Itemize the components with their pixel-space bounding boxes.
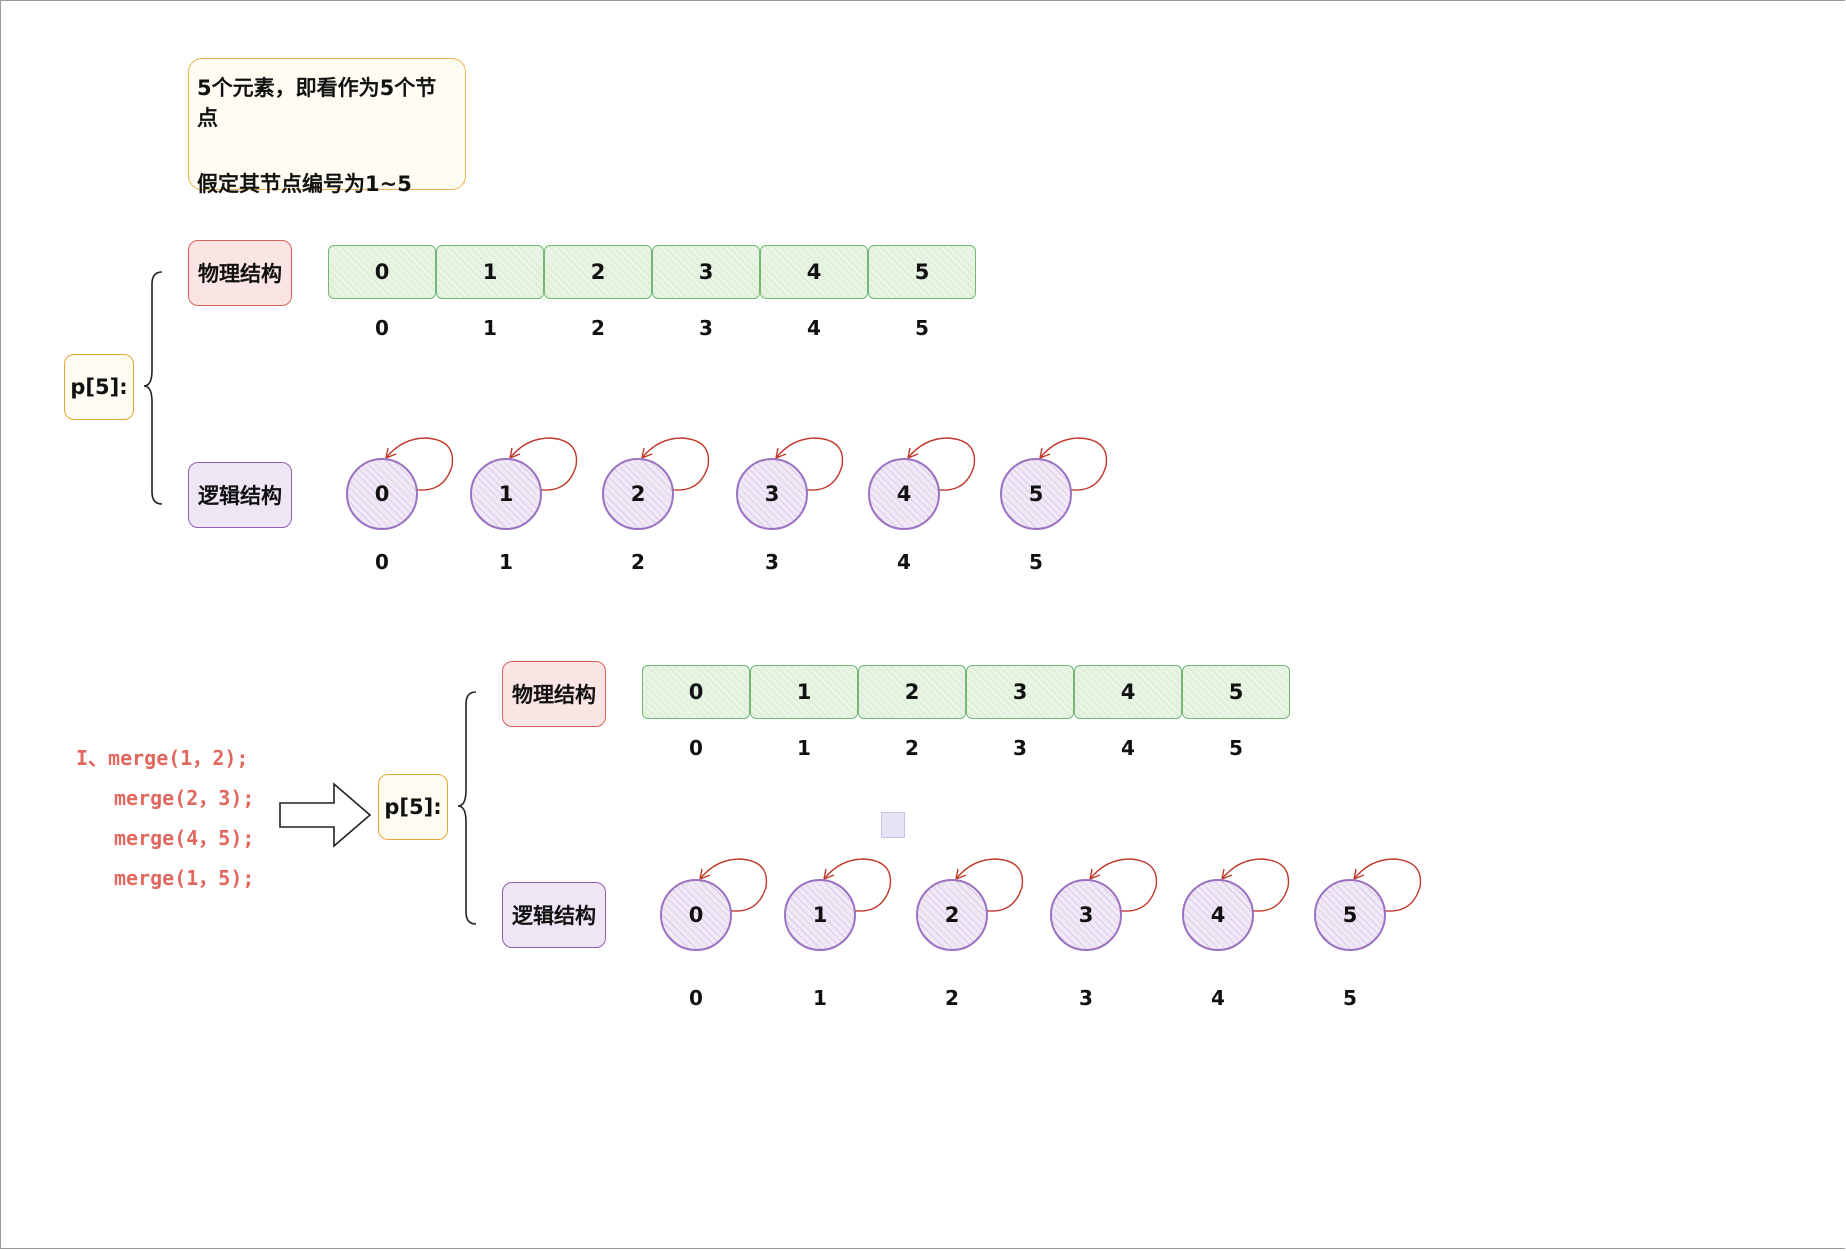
self-loop-arrow-icon xyxy=(385,437,454,491)
cell-index-label: 3 xyxy=(699,316,713,340)
array-cell[interactable]: 4 xyxy=(1074,665,1182,719)
merge-line-3: merge(4，5); xyxy=(114,826,255,850)
self-loop-arrow-icon xyxy=(641,437,710,491)
logical-node[interactable]: 1 xyxy=(784,879,856,951)
logical-node[interactable]: 5 xyxy=(1314,879,1386,951)
node-index-label: 0 xyxy=(689,986,703,1010)
logical-node[interactable]: 3 xyxy=(1050,879,1122,951)
logical-node[interactable]: 1 xyxy=(470,458,542,530)
array-cell[interactable]: 5 xyxy=(1182,665,1290,719)
self-loop-arrow-icon xyxy=(509,437,578,491)
logical-node[interactable]: 3 xyxy=(736,458,808,530)
selection-handle[interactable] xyxy=(881,812,905,838)
array-cell[interactable]: 5 xyxy=(868,245,976,299)
node-index-label: 2 xyxy=(631,550,645,574)
node-index-label: 0 xyxy=(375,550,389,574)
bottom-array-label[interactable]: p[5]: xyxy=(378,774,448,840)
node-index-label: 4 xyxy=(897,550,911,574)
merge-line-1: I、merge(1，2); xyxy=(76,746,249,770)
top-logical-label[interactable]: 逻辑结构 xyxy=(188,462,292,528)
cell-index-label: 2 xyxy=(905,736,919,760)
self-loop-arrow-icon xyxy=(699,858,768,912)
node-index-label: 5 xyxy=(1343,986,1357,1010)
logical-node[interactable]: 5 xyxy=(1000,458,1072,530)
cell-index-label: 5 xyxy=(1229,736,1243,760)
logical-node[interactable]: 2 xyxy=(602,458,674,530)
cell-index-label: 1 xyxy=(483,316,497,340)
cell-index-label: 5 xyxy=(915,316,929,340)
cell-index-label: 1 xyxy=(797,736,811,760)
self-loop-arrow-icon xyxy=(1039,437,1108,491)
node-index-label: 2 xyxy=(945,986,959,1010)
array-cell[interactable]: 1 xyxy=(750,665,858,719)
logical-node[interactable]: 0 xyxy=(660,879,732,951)
cell-index-label: 0 xyxy=(689,736,703,760)
node-index-label: 3 xyxy=(1079,986,1093,1010)
array-cell[interactable]: 3 xyxy=(652,245,760,299)
cell-index-label: 4 xyxy=(807,316,821,340)
merge-line-2: merge(2，3); xyxy=(114,786,255,810)
self-loop-arrow-icon xyxy=(955,858,1024,912)
top-physical-label[interactable]: 物理结构 xyxy=(188,240,292,306)
logical-node[interactable]: 0 xyxy=(346,458,418,530)
array-cell[interactable]: 0 xyxy=(642,665,750,719)
node-index-label: 3 xyxy=(765,550,779,574)
cell-index-label: 0 xyxy=(375,316,389,340)
note-line-2: 假定其节点编号为1~5 xyxy=(197,172,412,196)
top-brace-icon xyxy=(143,271,163,505)
array-cell[interactable]: 3 xyxy=(966,665,1074,719)
cell-index-label: 2 xyxy=(591,316,605,340)
note-box[interactable]: 5个元素，即看作为5个节点 假定其节点编号为1~5 xyxy=(188,58,466,196)
logical-node[interactable]: 2 xyxy=(916,879,988,951)
array-cell[interactable]: 4 xyxy=(760,245,868,299)
logical-node[interactable]: 4 xyxy=(1182,879,1254,951)
bottom-physical-label[interactable]: 物理结构 xyxy=(502,661,606,727)
self-loop-arrow-icon xyxy=(823,858,892,912)
self-loop-arrow-icon xyxy=(1221,858,1290,912)
right-arrow-icon xyxy=(279,782,372,848)
logical-node[interactable]: 4 xyxy=(868,458,940,530)
note-line-1: 5个元素，即看作为5个节点 xyxy=(197,76,437,130)
node-index-label: 5 xyxy=(1029,550,1043,574)
cell-index-label: 3 xyxy=(1013,736,1027,760)
array-cell[interactable]: 0 xyxy=(328,245,436,299)
top-array-label[interactable]: p[5]: xyxy=(64,354,134,420)
array-cell[interactable]: 1 xyxy=(436,245,544,299)
merge-line-4: merge(1，5); xyxy=(114,866,255,890)
bottom-brace-icon xyxy=(457,691,477,925)
cell-index-label: 4 xyxy=(1121,736,1135,760)
node-index-label: 4 xyxy=(1211,986,1225,1010)
self-loop-arrow-icon xyxy=(1089,858,1158,912)
node-index-label: 1 xyxy=(813,986,827,1010)
self-loop-arrow-icon xyxy=(907,437,976,491)
bottom-logical-label[interactable]: 逻辑结构 xyxy=(502,882,606,948)
node-index-label: 1 xyxy=(499,550,513,574)
array-cell[interactable]: 2 xyxy=(544,245,652,299)
self-loop-arrow-icon xyxy=(1353,858,1422,912)
array-cell[interactable]: 2 xyxy=(858,665,966,719)
self-loop-arrow-icon xyxy=(775,437,844,491)
